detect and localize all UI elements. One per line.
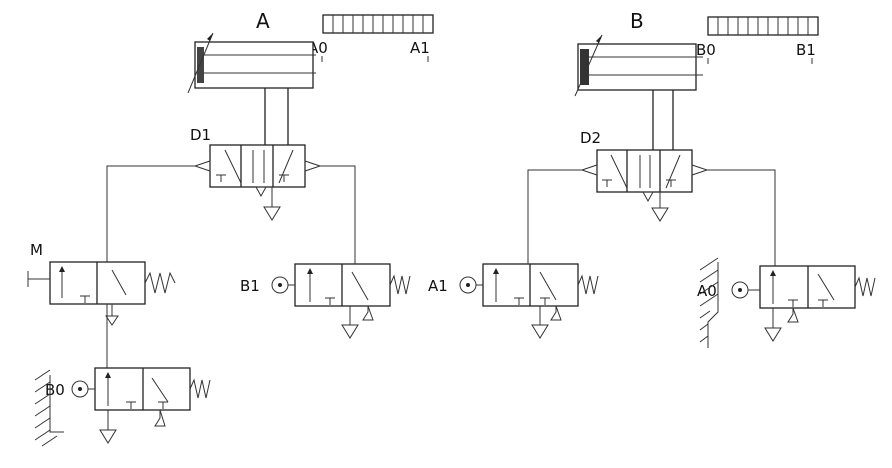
cam-wall-left: [34, 369, 64, 447]
cam-wall-right: [699, 257, 719, 348]
valve-d2: [580, 149, 709, 203]
cylinder-b-scale: [707, 16, 819, 36]
section-label-b: B: [630, 9, 644, 33]
valve-d2-label: D2: [580, 129, 601, 147]
limit-valve-middle-right: [459, 263, 599, 339]
limit-valve-middle-right-label: A1: [428, 277, 448, 295]
cylinder-a-scale: [322, 14, 434, 34]
limit-valve-middle-left-label: B1: [240, 277, 260, 295]
limit-valve-bottom-left: [71, 367, 211, 444]
section-label-a: A: [256, 9, 270, 33]
valve-d1-label: D1: [190, 126, 211, 144]
valve-d1: [193, 144, 322, 198]
manual-valve-m: [27, 261, 176, 326]
limit-valve-middle-left: [271, 263, 411, 339]
manual-valve-label: M: [30, 241, 43, 259]
cylinder-a: [187, 32, 316, 94]
cylinder-a-position-a1: A1: [410, 39, 430, 57]
cylinder-b-position-b1: B1: [796, 41, 816, 59]
cylinder-b-position-b0: B0: [696, 41, 716, 59]
cylinder-b: [574, 34, 703, 97]
limit-valve-far-right: [731, 265, 876, 342]
